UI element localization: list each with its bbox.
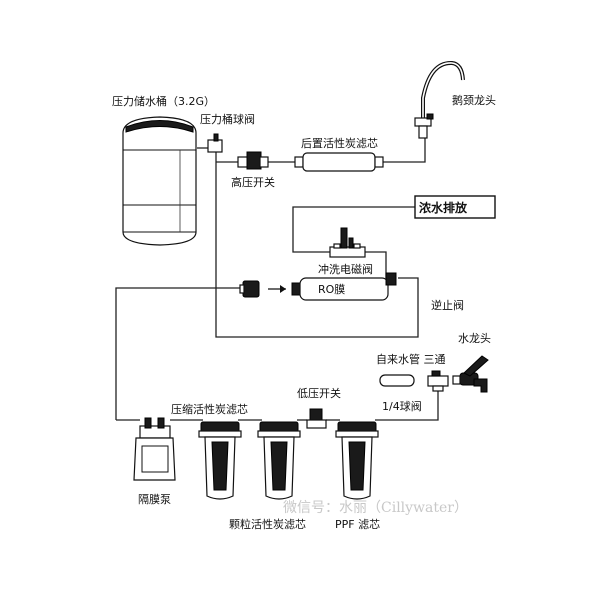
diaphragm-pump <box>133 417 176 481</box>
granular-carbon-filter-label: 颗粒活性炭滤芯 <box>229 517 306 531</box>
pipe-drain-loop <box>292 206 415 253</box>
ppf-filter-label: PPF 滤芯 <box>335 517 380 531</box>
flush-solenoid-label: 冲洗电磁阀 <box>318 262 373 276</box>
pressure-tank <box>122 116 197 246</box>
low-pressure-switch-label: 低压开关 <box>297 386 341 400</box>
tap-label: 水龙头 <box>458 332 491 345</box>
tank-ball-valve <box>207 133 223 153</box>
pipe-pump-to-ro <box>115 287 240 420</box>
pipe-f3-ballvalve <box>375 389 439 421</box>
granular-carbon-filter-housing <box>257 421 301 500</box>
tap <box>452 355 489 393</box>
ppf-filter-housing <box>335 421 379 500</box>
post-carbon-filter <box>294 152 384 172</box>
storage-tank-label: 压力储水桶（3.2G） <box>112 94 215 108</box>
post-carbon-filter-label: 后置活性炭滤芯 <box>301 136 378 150</box>
high-pressure-switch <box>237 151 269 170</box>
watermark: 微信号：水丽（Cillywater） <box>283 500 468 516</box>
tap-water-tee-label: 自来水管 三通 <box>376 352 446 366</box>
pipe-solenoid-to-ro <box>365 251 387 278</box>
quarter-ball-valve-label: 1/4球阀 <box>382 399 422 413</box>
check-valve-label: 逆止阀 <box>431 298 464 312</box>
high-pressure-switch-label: 高压开关 <box>231 175 275 189</box>
concentrate-drain-box <box>414 195 496 219</box>
compressed-carbon-filter-housing <box>198 421 242 500</box>
tank-ball-valve-label: 压力桶球阀 <box>200 112 255 126</box>
pipe-to-faucet <box>383 138 426 163</box>
tap-water-pipe <box>379 374 415 387</box>
ro-membrane-label: RO膜 <box>318 283 345 296</box>
concentrate-drain-label: 浓水排放 <box>419 200 468 215</box>
pipe-network <box>115 138 439 421</box>
tee-fitting <box>427 370 449 392</box>
compressed-carbon-filter-label: 压缩活性炭滤芯 <box>171 402 248 416</box>
diaphragm-pump-label: 隔膜泵 <box>138 493 171 506</box>
gooseneck-faucet-label: 鹅颈龙头 <box>452 93 496 107</box>
ro-membrane <box>239 272 397 301</box>
pipe-ro-product-loop <box>215 162 419 338</box>
low-pressure-switch <box>306 408 327 429</box>
flush-solenoid-valve <box>329 227 366 258</box>
gooseneck-faucet <box>414 61 465 139</box>
